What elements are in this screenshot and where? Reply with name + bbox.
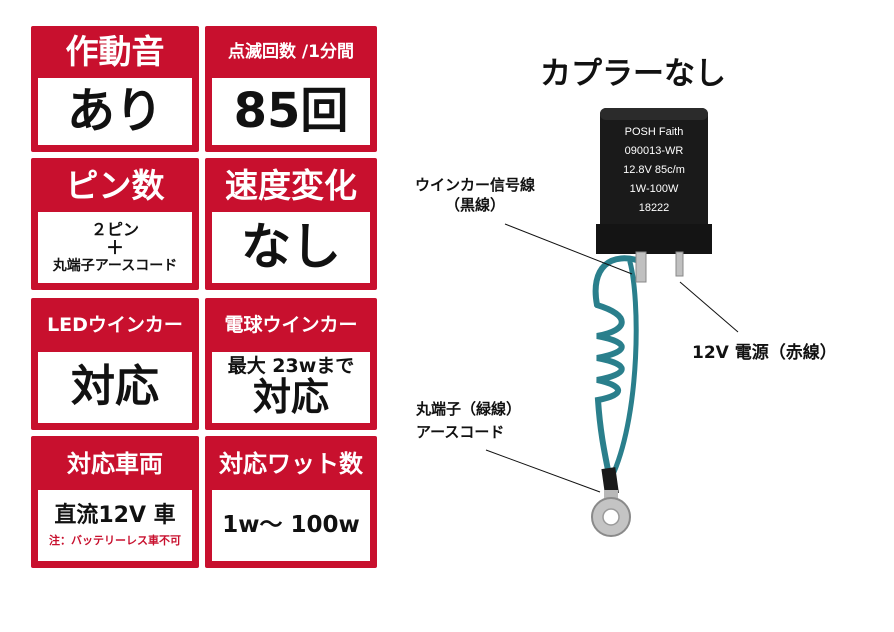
wire-sleeve <box>601 467 619 495</box>
card-value: 直流12V 車 注：バッテリーレス車不可 <box>38 490 192 561</box>
card-pins: ピン数 ２ピン ＋ 丸端子アースコード <box>31 158 199 290</box>
vehicle-value: 直流12V 車 <box>54 503 176 529</box>
ground-wire-coil <box>594 302 625 473</box>
card-header: 速度変化 <box>225 166 357 205</box>
vehicle-note: 注：バッテリーレス車不可 <box>49 533 181 547</box>
card-header: 点滅回数 /1分間 <box>228 41 354 62</box>
callout-ground: 丸端子（緑線） アースコード <box>416 398 521 443</box>
card-bulb: 電球ウインカー 最大 23wまで 対応 <box>205 298 377 430</box>
card-sound: 作動音 あり <box>31 26 199 152</box>
relay-text-brand: POSH Faith <box>625 126 684 138</box>
card-value: 対応 <box>38 352 192 423</box>
card-value: 1w～ 100w <box>212 490 370 561</box>
card-value: 最大 23wまで 対応 <box>212 352 370 423</box>
pins-line-1: ２ピン <box>90 220 139 240</box>
card-led: LEDウインカー 対応 <box>31 298 199 430</box>
pins-line-2: ＋ <box>106 237 124 259</box>
ground-wire-return <box>611 259 639 475</box>
speed-value: なし <box>241 218 341 276</box>
card-blink-rate: 点滅回数 /1分間 85回 <box>205 26 377 152</box>
ground-wire <box>592 255 646 308</box>
card-header: 作動音 <box>65 32 165 71</box>
pins-line-3: 丸端子アースコード <box>52 257 178 274</box>
card-value: 85回 <box>212 78 370 145</box>
sound-value: あり <box>66 83 163 140</box>
card-value: ２ピン ＋ 丸端子アースコード <box>38 212 192 283</box>
card-header: 対応車両 <box>67 449 163 478</box>
callout-signal-line-1: ウインカー信号線 <box>415 176 536 194</box>
leader-power <box>679 281 739 333</box>
card-header: 電球ウインカー <box>224 313 358 336</box>
leader-ground <box>485 449 601 493</box>
relay-pin-power <box>675 251 684 277</box>
relay-pin-signal <box>635 251 647 283</box>
card-header: LEDウインカー <box>47 313 183 336</box>
callout-power: 12V 電源（赤線） <box>692 343 837 363</box>
relay-body <box>596 108 712 254</box>
blink-value: 85回 <box>233 83 349 140</box>
callout-ground-line-1: 丸端子（緑線） <box>416 400 522 418</box>
product-title: カプラーなし <box>540 56 726 92</box>
leader-signal <box>504 223 633 275</box>
relay-text-model: 090013-WR <box>625 145 684 157</box>
card-value: あり <box>38 78 192 145</box>
card-vehicle: 対応車両 直流12V 車 注：バッテリーレス車不可 <box>31 436 199 568</box>
callout-signal: ウインカー信号線 （黒線） <box>415 175 535 216</box>
bulb-line-1: 最大 23wまで <box>227 355 355 378</box>
relay-text-code: 18222 <box>639 202 670 214</box>
card-header: 対応ワット数 <box>219 449 363 478</box>
card-speed-change: 速度変化 なし <box>205 158 377 290</box>
card-wattage: 対応ワット数 1w～ 100w <box>205 436 377 568</box>
callout-signal-line-2: （黒線） <box>445 196 506 215</box>
ring-terminal <box>591 490 631 537</box>
relay-text-watt: 1W-100W <box>630 183 679 195</box>
bulb-line-2: 対応 <box>252 375 329 420</box>
callout-ground-line-2: アースコード <box>416 422 505 441</box>
card-value: なし <box>212 212 370 283</box>
relay-text-spec: 12.8V 85c/m <box>623 164 685 176</box>
wattage-value: 1w～ 100w <box>222 511 360 538</box>
led-value: 対応 <box>71 361 159 413</box>
card-header: ピン数 <box>65 166 165 205</box>
